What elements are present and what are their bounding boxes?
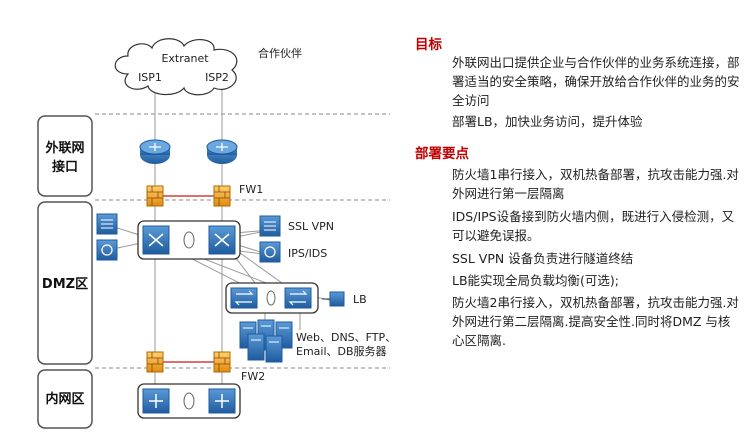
goal-para-2: 部署LB，加快业务访问，提升体验 [452, 114, 643, 129]
zone-separators [95, 113, 390, 369]
firewall-1-right-icon [213, 185, 231, 207]
cloud-isp2-label: ISP2 [205, 71, 229, 84]
network-topology-diagram: 外联网 接口 DMZ区 内网区 Extranet ISP1 ISP2 合作伙伴 [37, 38, 396, 429]
deploy-para-5: 防火墙2串行接入，双机热备部署，抗攻击能力强.对外网进行第二层隔离.提高安全性.… [452, 295, 739, 348]
goal-para-1: 外联网出口提供企业与合作伙伴的业务系统连接，部署适当的安全策略，确保开放给合作伙… [452, 55, 740, 108]
ssl-vpn-icon [259, 215, 281, 237]
deploy-para-2: IDS/IPS设备接到防火墙内侧，既进行入侵检测，又可以避免误报。 [452, 209, 735, 243]
servers-label-line1: Web、DNS、FTP、 [296, 331, 396, 344]
zone-internal-label: 内网区 [45, 391, 84, 407]
firewall-2-right-icon [213, 351, 231, 373]
extranet-cloud: Extranet ISP1 ISP2 [114, 38, 238, 96]
dmz-left-device-bottom-icon [96, 239, 118, 261]
servers-label-line2: Email、DB服务器 [296, 345, 387, 358]
deploy-para-4: LB能实现全局负载均衡(可选); [452, 273, 620, 288]
cloud-extranet-label: Extranet [161, 52, 209, 65]
cloud-isp1-label: ISP1 [138, 71, 162, 84]
zone-external-line2: 接口 [52, 159, 78, 175]
firewall-2-left-icon [146, 351, 164, 373]
lb-label: LB [353, 293, 367, 306]
fw1-label: FW1 [239, 183, 263, 196]
internal-switch-group [137, 383, 241, 419]
firewall-1-left-icon [146, 185, 164, 207]
router-left-icon [139, 139, 171, 164]
dmz-left-device-top-icon [96, 213, 118, 235]
ips-ids-label: IPS/IDS [288, 247, 327, 260]
router-right-icon [206, 139, 238, 164]
zone-dmz-label: DMZ区 [42, 277, 88, 292]
goal-title: 目标 [415, 37, 442, 53]
deploy-para-1: 防火墙1串行接入，双机热备部署，抗攻击能力强.对外网进行第一层隔离 [452, 167, 739, 201]
load-balancer-group [225, 282, 319, 314]
lb-icon [322, 291, 345, 307]
zone-dmz: DMZ区 [37, 201, 93, 365]
server-cluster-icon [239, 319, 293, 363]
fw2-label: FW2 [241, 370, 265, 383]
ips-ids-icon [259, 241, 281, 263]
ssl-vpn-label: SSL VPN [288, 220, 334, 233]
partner-label: 合作伙伴 [258, 46, 302, 60]
zone-external: 外联网 接口 [37, 115, 93, 197]
deploy-title: 部署要点 [415, 146, 469, 162]
deploy-para-3: SSL VPN 设备负责进行隧道终结 [452, 251, 634, 266]
dmz-core-switch-group [137, 220, 241, 260]
zone-internal: 内网区 [37, 369, 93, 429]
zone-external-line1: 外联网 [44, 140, 84, 156]
